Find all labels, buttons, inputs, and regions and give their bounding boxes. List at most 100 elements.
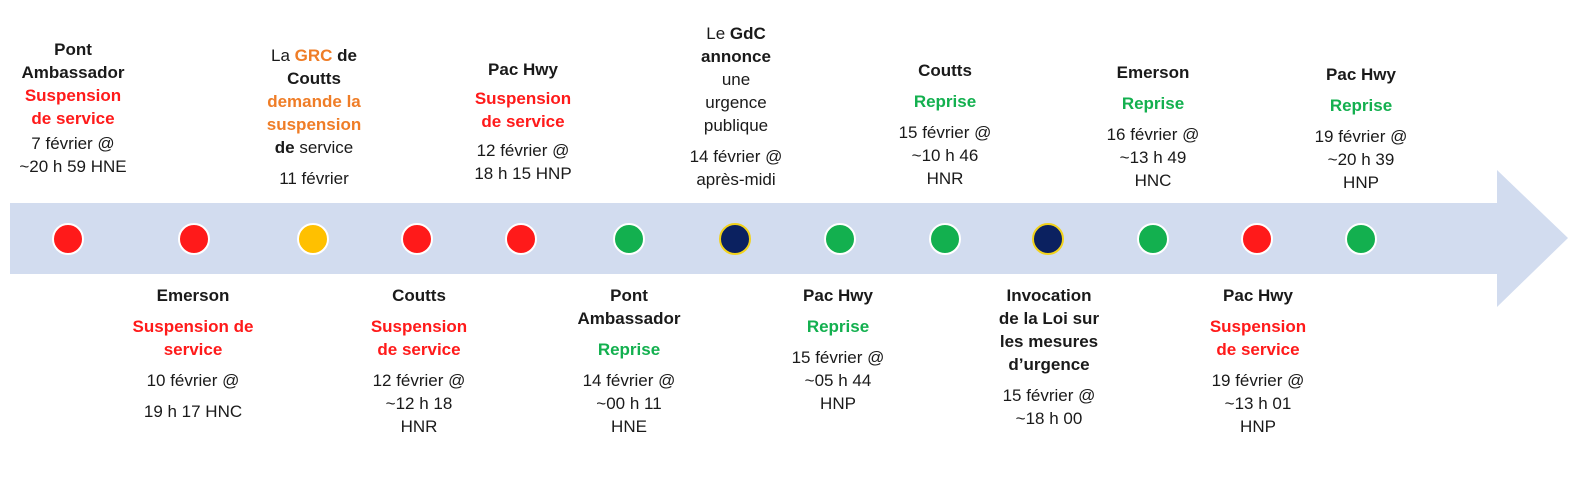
event-1-label: Pont Ambassador Suspension de service 7 … xyxy=(0,38,158,178)
event-10-title-line-2: de la Loi sur xyxy=(998,309,1100,328)
event-8-label: Pac Hwy Reprise 15 février @ ~05 h 44 HN… xyxy=(753,284,923,415)
event-11-date-line-3: HNC xyxy=(1134,171,1172,190)
node-13 xyxy=(1345,223,1377,255)
node-6 xyxy=(613,223,645,255)
event-13-label: Pac Hwy Reprise 19 février @ ~20 h 39 HN… xyxy=(1276,63,1446,194)
event-9-date-line-1: 15 février @ xyxy=(898,123,992,142)
node-12 xyxy=(1241,223,1273,255)
event-13-location: Pac Hwy xyxy=(1326,65,1396,84)
event-4-date-line-1: 12 février @ xyxy=(372,371,466,390)
event-5-label: Pac Hwy Suspension de service 12 février… xyxy=(438,58,608,185)
event-12-status-line-2: de service xyxy=(1216,340,1300,359)
event-1-status-line-1: Suspension xyxy=(24,86,122,105)
event-3-line-4: suspension xyxy=(266,115,362,134)
event-5-status-line-2: de service xyxy=(481,112,565,131)
event-1-date-line-1: 7 février @ xyxy=(31,134,115,153)
event-4-date-line-2: ~12 h 18 xyxy=(385,394,453,413)
event-10-title-line-1: Invocation xyxy=(1006,286,1092,305)
node-1 xyxy=(52,223,84,255)
event-12-date-line-3: HNP xyxy=(1240,417,1276,436)
node-8 xyxy=(824,223,856,255)
node-7 xyxy=(719,223,751,255)
event-11-location: Emerson xyxy=(1116,63,1190,82)
node-4 xyxy=(401,223,433,255)
event-6-location-line-1: Pont xyxy=(610,286,648,305)
event-2-label: Emerson Suspension de service 10 février… xyxy=(108,284,278,423)
event-5-date-line-1: 12 février @ xyxy=(476,141,570,160)
event-9-date-line-3: HNR xyxy=(926,169,964,188)
timeline-arrow-shape xyxy=(10,170,1568,307)
event-7-label: Le GdC annonce une urgence publique 14 f… xyxy=(651,22,821,191)
node-10 xyxy=(1032,223,1064,255)
event-7-line-1-prefix: Le xyxy=(706,24,730,43)
event-12-date-line-1: 19 février @ xyxy=(1211,371,1305,390)
event-3-line-2: Coutts xyxy=(287,69,341,88)
event-6-date-line-2: ~00 h 11 xyxy=(596,394,662,413)
event-10-title-line-4: d’urgence xyxy=(1008,355,1090,374)
event-4-status-line-2: de service xyxy=(377,340,461,359)
node-2 xyxy=(178,223,210,255)
event-4-status-line-1: Suspension xyxy=(370,317,468,336)
event-6-label: Pont Ambassador Reprise 14 février @ ~00… xyxy=(544,284,714,438)
event-8-date-line-2: ~05 h 44 xyxy=(804,371,872,390)
event-10-date-line-2: ~18 h 00 xyxy=(1015,409,1083,428)
event-3-line-5: de service xyxy=(229,136,399,159)
event-7-line-3: une xyxy=(721,70,751,89)
event-12-location: Pac Hwy xyxy=(1223,286,1293,305)
event-13-status: Reprise xyxy=(1329,96,1393,115)
event-6-status: Reprise xyxy=(597,340,661,359)
node-11 xyxy=(1137,223,1169,255)
event-9-status: Reprise xyxy=(913,92,977,111)
event-9-location: Coutts xyxy=(918,61,972,80)
event-10-title-line-3: les mesures xyxy=(999,332,1099,351)
event-1-location-line-2: Ambassador xyxy=(21,63,125,82)
event-8-location: Pac Hwy xyxy=(803,286,873,305)
event-5-location: Pac Hwy xyxy=(488,60,558,79)
event-13-date-line-3: HNP xyxy=(1343,173,1379,192)
event-9-date-line-2: ~10 h 46 xyxy=(911,146,979,165)
event-11-date-line-2: ~13 h 49 xyxy=(1119,148,1187,167)
node-3 xyxy=(297,223,329,255)
event-9-label: Coutts Reprise 15 février @ ~10 h 46 HNR xyxy=(860,59,1030,190)
event-7-date-line-2: après-midi xyxy=(696,170,776,189)
event-8-status: Reprise xyxy=(806,317,870,336)
event-3-line-5-suffix: service xyxy=(294,138,354,157)
event-3-line-1: La GRC de xyxy=(229,44,399,67)
event-5-status-line-1: Suspension xyxy=(474,89,572,108)
event-2-status-line-1: Suspension de xyxy=(132,317,254,336)
event-7-line-1: Le GdC xyxy=(651,22,821,45)
event-2-date-line-1: 10 février @ xyxy=(146,371,240,390)
event-11-date-line-1: 16 février @ xyxy=(1106,125,1200,144)
event-7-line-2: annonce xyxy=(701,47,771,66)
event-4-location: Coutts xyxy=(392,286,446,305)
event-12-label: Pac Hwy Suspension de service 19 février… xyxy=(1173,284,1343,438)
event-3-line-3: demande la xyxy=(267,92,361,111)
event-8-date-line-1: 15 février @ xyxy=(791,348,885,367)
event-2-location: Emerson xyxy=(156,286,230,305)
event-4-date-line-3: HNR xyxy=(400,417,438,436)
event-12-status-line-1: Suspension xyxy=(1209,317,1307,336)
event-5-date-line-2: 18 h 15 HNP xyxy=(474,164,572,183)
event-11-label: Emerson Reprise 16 février @ ~13 h 49 HN… xyxy=(1068,61,1238,192)
node-5 xyxy=(505,223,537,255)
event-3-line-1-suffix: de xyxy=(332,46,357,65)
event-2-date-line-2: 19 h 17 HNC xyxy=(143,402,243,421)
event-3-line-1-prefix: La xyxy=(271,46,295,65)
event-3-date: 11 février xyxy=(279,169,349,188)
event-7-date-line-1: 14 février @ xyxy=(689,147,783,166)
event-3-line-5-prefix: de xyxy=(274,138,295,157)
event-11-status: Reprise xyxy=(1121,94,1185,113)
event-10-label: Invocation de la Loi sur les mesures d’u… xyxy=(964,284,1134,430)
event-6-location-line-2: Ambassador xyxy=(577,309,681,328)
event-10-date-line-1: 15 février @ xyxy=(1002,386,1096,405)
event-6-date-line-1: 14 février @ xyxy=(582,371,676,390)
event-6-date-line-3: HNE xyxy=(611,417,647,436)
event-7-line-4: urgence xyxy=(705,93,767,112)
event-1-status-line-2: de service xyxy=(31,109,115,128)
event-2-status-line-2: service xyxy=(163,340,223,359)
node-9 xyxy=(929,223,961,255)
event-12-date-line-2: ~13 h 01 xyxy=(1224,394,1292,413)
event-7-gdc: GdC xyxy=(729,24,766,43)
event-13-date-line-2: ~20 h 39 xyxy=(1327,150,1395,169)
